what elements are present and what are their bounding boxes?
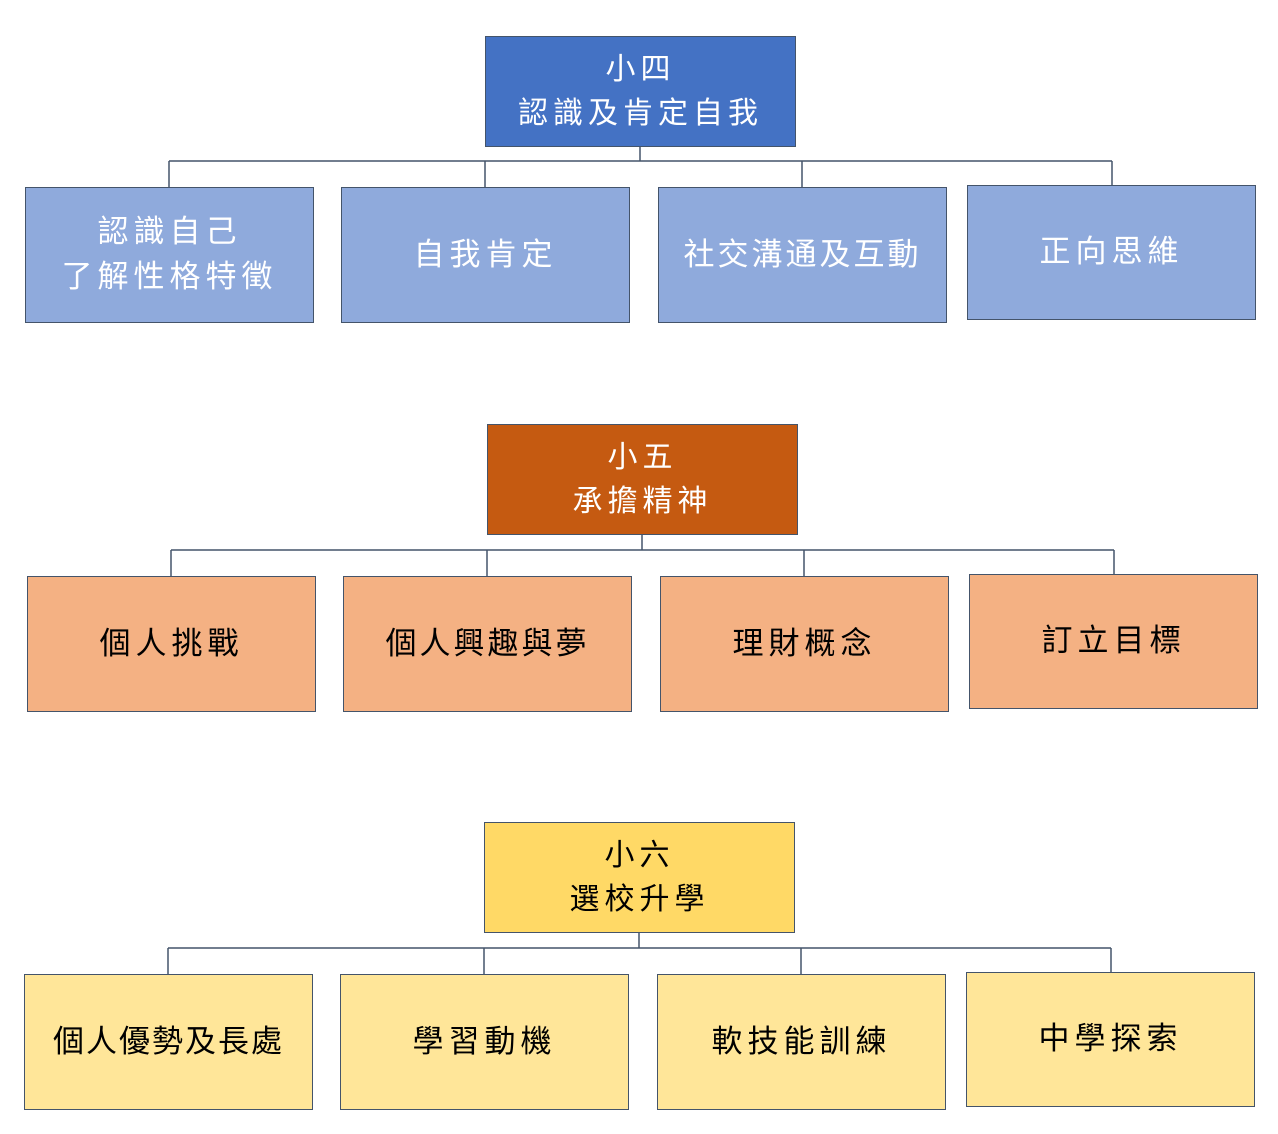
tier1-child-1-line2: 了解性格特徵 <box>61 259 278 295</box>
tier1-child-1-line1: 認識自己 <box>97 214 242 251</box>
tier2-child-1: 個人挑戰 <box>27 576 316 712</box>
tier3-child-2-label: 學習動機 <box>412 1023 557 1060</box>
tier3-child-2: 學習動機 <box>340 974 629 1110</box>
tier1-child-3-label: 社交溝通及互動 <box>683 236 922 273</box>
tier3-theme-label: 選校升學 <box>569 881 710 917</box>
tier1-child-3: 社交溝通及互動 <box>658 187 947 323</box>
tier2-child-4-label: 訂立目標 <box>1041 623 1186 660</box>
tier1-child-2: 自我肯定 <box>341 187 630 323</box>
tier2-child-4: 訂立目標 <box>969 574 1258 709</box>
tier1-child-4-label: 正向思維 <box>1039 234 1184 271</box>
tier2-child-1-label: 個人挑戰 <box>99 625 244 662</box>
tier3-grade-label: 小六 <box>604 838 675 873</box>
tier2-theme-label: 承擔精神 <box>572 483 713 519</box>
tier3-connectors <box>167 933 1112 974</box>
tier1-head-box: 小四 認識及肯定自我 <box>485 36 796 147</box>
tier1-child-1: 認識自己 了解性格特徵 <box>25 187 314 323</box>
tier2-connectors <box>170 535 1115 576</box>
tier1-theme-label: 認識及肯定自我 <box>518 95 763 131</box>
tier2-child-2: 個人興趣與夢 <box>343 576 632 712</box>
tier3-child-3-label: 軟技能訓練 <box>711 1023 892 1060</box>
tier3-child-4: 中學探索 <box>966 972 1255 1107</box>
tier3-child-3: 軟技能訓練 <box>657 974 946 1110</box>
tier2-head-box: 小五 承擔精神 <box>487 424 798 535</box>
tier2-child-2-label: 個人興趣與夢 <box>385 625 590 662</box>
tier3-head-box: 小六 選校升學 <box>484 822 795 933</box>
tier1-connectors <box>168 147 1113 187</box>
tier2-child-3: 理財概念 <box>660 576 949 712</box>
tier1-grade-label: 小四 <box>605 52 676 87</box>
tier2-grade-label: 小五 <box>607 440 678 475</box>
tier3-child-4-label: 中學探索 <box>1038 1021 1183 1058</box>
tier3-child-1: 個人優勢及長處 <box>24 974 313 1110</box>
tier3-child-1-label: 個人優勢及長處 <box>53 1023 284 1060</box>
tier1-child-2-label: 自我肯定 <box>413 236 558 273</box>
tier2-child-3-label: 理財概念 <box>732 625 877 662</box>
tier1-child-4: 正向思維 <box>967 185 1256 320</box>
